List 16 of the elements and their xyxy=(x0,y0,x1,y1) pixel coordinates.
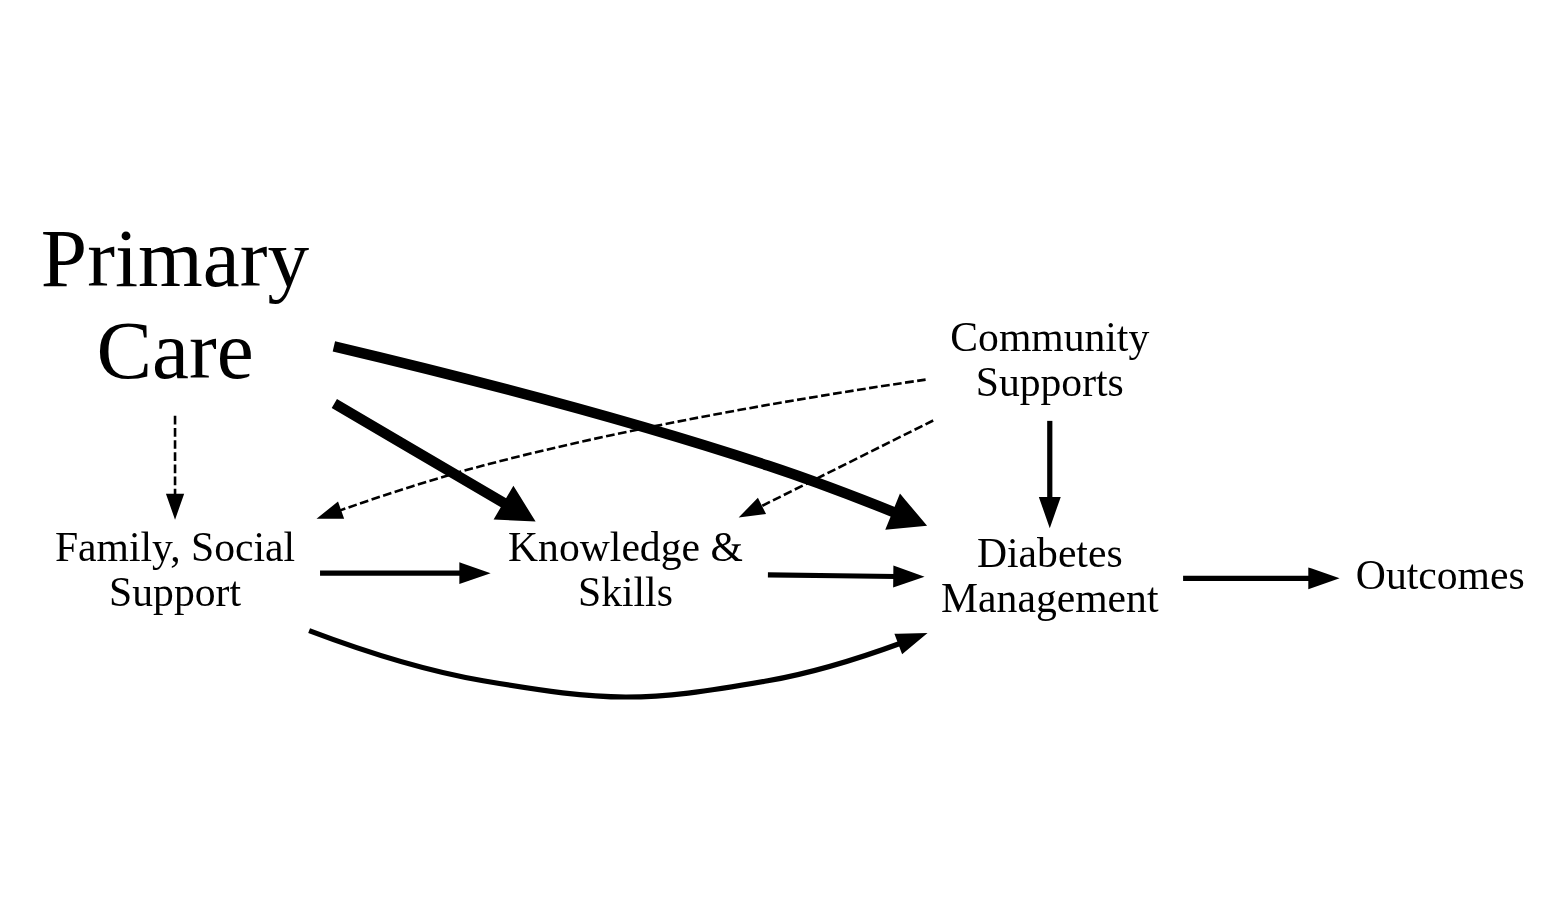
node-text: Community Supports xyxy=(950,313,1150,405)
node-text: Family, Social Support xyxy=(54,523,296,615)
arrow xyxy=(738,418,934,518)
arrow xyxy=(165,415,185,520)
node-text: Outcomes xyxy=(1355,551,1525,598)
arrow xyxy=(316,377,926,519)
arrow xyxy=(1038,420,1061,528)
arrow xyxy=(1183,566,1340,589)
arrow xyxy=(332,340,928,530)
node-text: Diabetes Management xyxy=(941,529,1159,621)
arrow xyxy=(308,627,928,700)
node-text: Knowledge & Skills xyxy=(508,523,743,615)
arrow xyxy=(320,561,491,584)
node-text: Primary Care xyxy=(40,211,310,396)
arrow xyxy=(767,565,925,587)
arrow xyxy=(331,398,536,521)
